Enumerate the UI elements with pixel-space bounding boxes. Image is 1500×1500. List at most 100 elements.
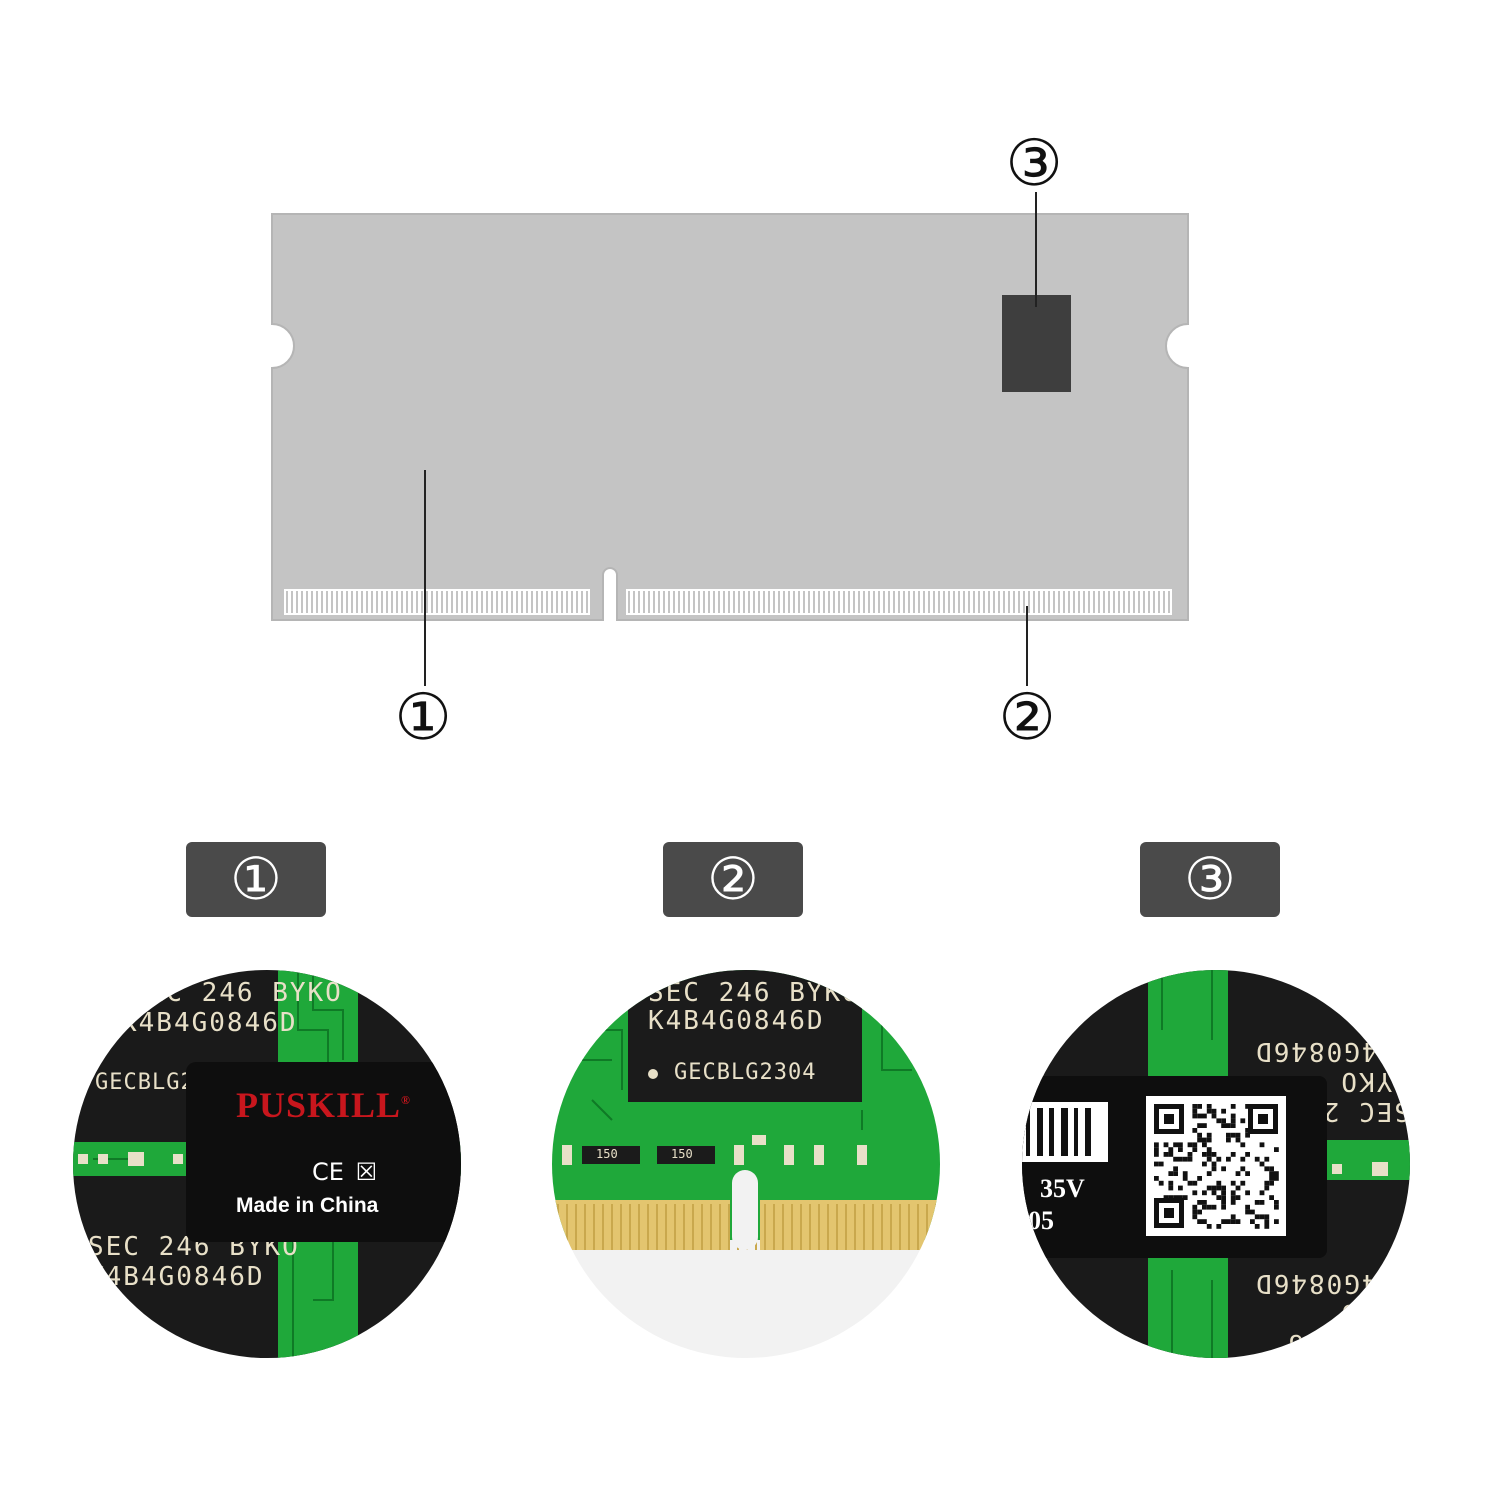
qr-module <box>1240 1142 1246 1148</box>
qr-module <box>1230 1200 1236 1205</box>
chip-text-1a: SEC 246 BYKO <box>131 978 343 1008</box>
qr-module <box>1168 1171 1174 1176</box>
qr-module <box>1211 1108 1217 1114</box>
qr-module <box>1235 1195 1241 1200</box>
qr-module <box>1269 1180 1274 1186</box>
chip-text-2c: GECBLG2304 <box>674 1060 817 1085</box>
qr-module <box>1187 1152 1193 1157</box>
qr-module <box>1216 1224 1222 1229</box>
brand-name: PUSKILL® <box>236 1085 412 1125</box>
pcb-background-2 <box>552 970 940 1250</box>
qr-module <box>1192 1147 1198 1152</box>
qr-module <box>1264 1214 1270 1220</box>
qr-module <box>1221 1200 1226 1205</box>
barcode-bar <box>1085 1108 1091 1156</box>
qr-module <box>1202 1142 1207 1148</box>
qr-module <box>1202 1204 1207 1210</box>
callout-1: ① <box>394 681 452 755</box>
qr-module <box>1221 1123 1226 1128</box>
qr-module <box>1230 1104 1236 1109</box>
qr-module <box>1192 1180 1198 1186</box>
qr-module <box>1254 1214 1260 1220</box>
qr-module <box>1221 1204 1226 1210</box>
qr-module <box>1230 1195 1236 1200</box>
qr-module <box>1259 1214 1265 1220</box>
qr-module <box>1202 1161 1207 1167</box>
qr-module <box>1211 1185 1217 1191</box>
qr-module <box>1197 1123 1202 1128</box>
qr-module <box>1274 1200 1279 1205</box>
qr-module <box>1163 1195 1169 1200</box>
barcode-bar <box>1049 1108 1054 1156</box>
qr-module <box>1221 1190 1226 1196</box>
qr-module <box>1245 1152 1250 1157</box>
qr-module <box>1235 1185 1241 1191</box>
qr-module <box>1163 1142 1169 1148</box>
qr-module <box>1264 1185 1270 1191</box>
qr-module <box>1230 1123 1236 1128</box>
qr-module <box>1178 1195 1183 1200</box>
tag-2: ② <box>663 842 803 917</box>
zoom-detail-1: SEC 246 BYKO K4B4G0846D GECBLG2304 SEC 2… <box>73 970 461 1358</box>
qr-module <box>1158 1161 1164 1167</box>
qr-module <box>1245 1171 1250 1176</box>
qr-module <box>1182 1171 1188 1176</box>
brand-sticker: PUSKILL® CE ☒ Made in China <box>186 1062 461 1242</box>
qr-module <box>1192 1113 1198 1119</box>
qr-module <box>1245 1128 1250 1133</box>
chip-text-1e: K4B4G0846D <box>88 1262 265 1292</box>
qr-module <box>1264 1166 1270 1172</box>
qr-module <box>1250 1209 1255 1215</box>
qr-module <box>1264 1180 1270 1186</box>
qr-module <box>1187 1156 1193 1162</box>
qr-module <box>1259 1190 1265 1196</box>
qr-module <box>1202 1137 1207 1143</box>
qr-module <box>1216 1118 1222 1124</box>
qr-module <box>1206 1104 1212 1109</box>
qr-module <box>1221 1108 1226 1114</box>
qr-module <box>1197 1219 1202 1224</box>
zoom-detail-3: K4B4G0846D SEC 246 BYKO K4B4G0846D SEC 2… <box>1022 970 1410 1358</box>
qr-module <box>1187 1142 1193 1148</box>
qr-module <box>1173 1142 1178 1148</box>
qr-module <box>1206 1132 1212 1138</box>
qr-module <box>1192 1209 1198 1215</box>
qr-module <box>1192 1142 1198 1148</box>
barcode-bar <box>1061 1108 1068 1156</box>
qr-module <box>1230 1214 1236 1220</box>
qr-module <box>1206 1224 1212 1229</box>
qr-module <box>1230 1132 1236 1138</box>
qr-module <box>1240 1156 1246 1162</box>
qr-module <box>1197 1132 1202 1138</box>
contact-pins-left <box>284 589 590 615</box>
ce-mark: CE <box>312 1158 344 1186</box>
qr-module <box>1173 1195 1178 1200</box>
qr-module <box>1211 1161 1217 1167</box>
qr-module <box>1178 1142 1183 1148</box>
qr-sticker: 35V 05 <box>1022 1076 1327 1258</box>
qr-module <box>1168 1185 1174 1191</box>
qr-module <box>1259 1161 1265 1167</box>
qr-module <box>1230 1190 1236 1196</box>
qr-module <box>1230 1219 1236 1224</box>
qr-module <box>1154 1161 1159 1167</box>
qr-module <box>1221 1195 1226 1200</box>
qr-module <box>1154 1152 1159 1157</box>
qr-module <box>1274 1176 1279 1181</box>
qr-module <box>1178 1147 1183 1152</box>
chip-text-3d: SEC 246 BYKO <box>1286 1298 1410 1358</box>
qr-module <box>1240 1166 1246 1172</box>
qr-module <box>1202 1200 1207 1205</box>
qr-module <box>1187 1180 1193 1186</box>
qr-module <box>1230 1118 1236 1124</box>
qr-module <box>1163 1152 1169 1157</box>
qr-module <box>1245 1132 1250 1138</box>
qr-module <box>1235 1171 1241 1176</box>
qr-module <box>1221 1118 1226 1124</box>
qr-module <box>1158 1180 1164 1186</box>
qr-module <box>1192 1108 1198 1114</box>
qr-module <box>1182 1156 1188 1162</box>
qr-module <box>1168 1180 1174 1186</box>
qr-module <box>1173 1171 1178 1176</box>
callout-3: ③ <box>1005 127 1063 201</box>
